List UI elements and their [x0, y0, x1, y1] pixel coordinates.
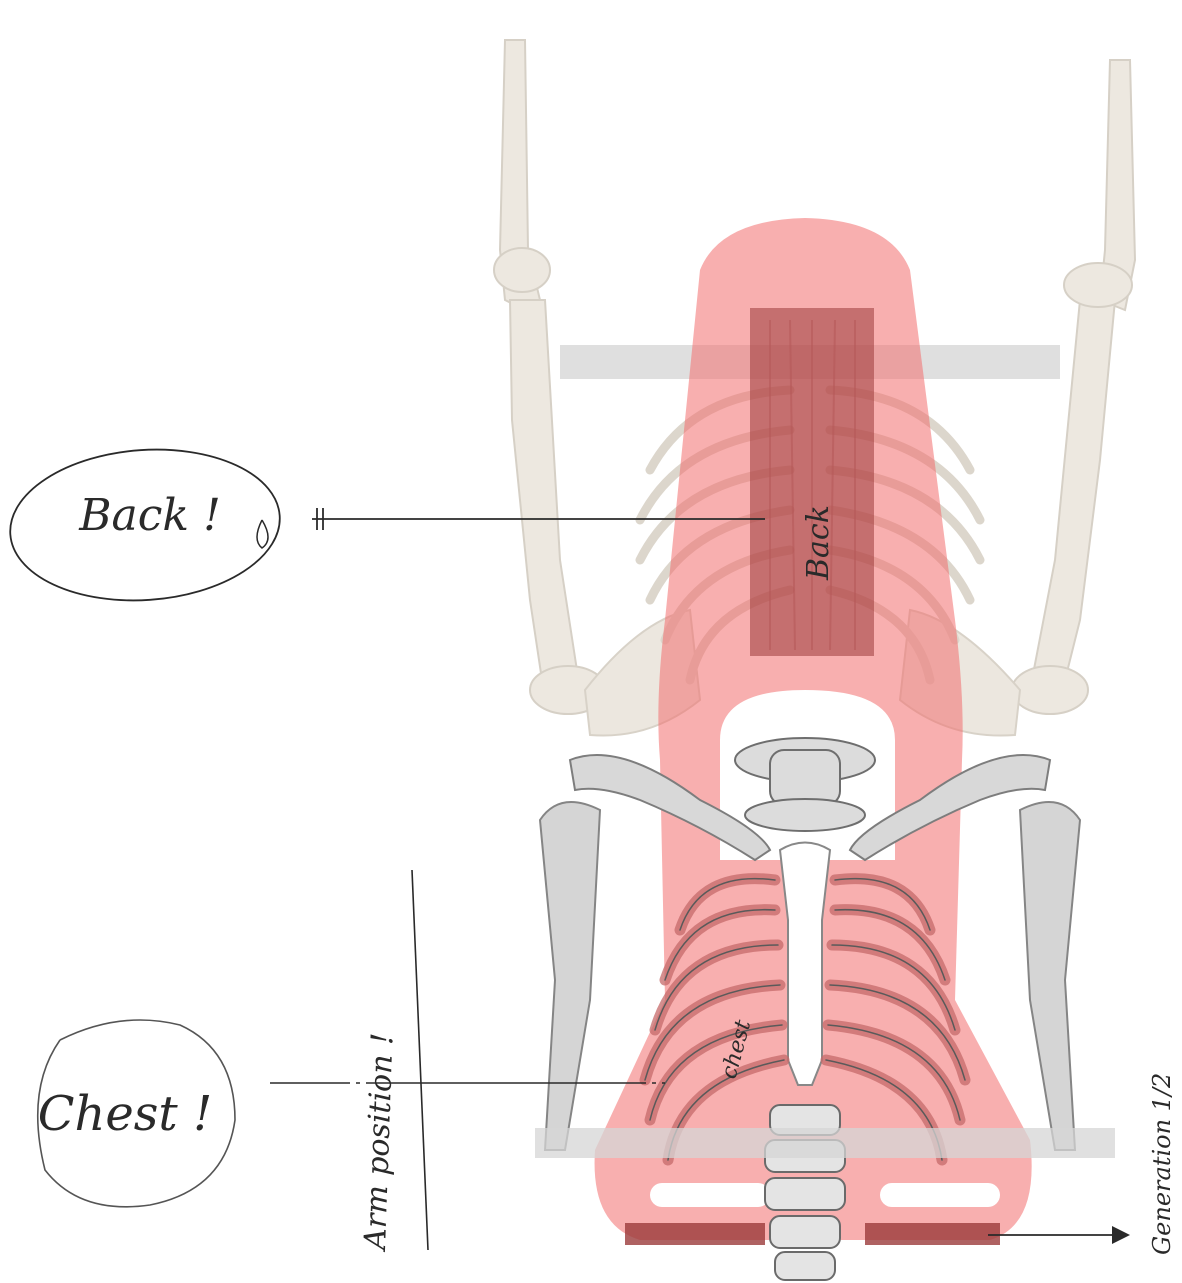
left-humerus	[540, 802, 600, 1150]
left-strap-slot	[650, 1183, 770, 1207]
arm-position-text: Arm position !	[358, 1032, 401, 1253]
cervical-vertebra	[735, 738, 875, 831]
sternum	[780, 843, 830, 1086]
arm-position-note: Arm position !	[358, 870, 428, 1253]
arrow-head-icon	[1112, 1226, 1130, 1244]
chest-bubble-text: Chest !	[38, 1086, 213, 1142]
right-arm-bone	[1012, 60, 1135, 714]
right-strap-slot	[880, 1183, 1000, 1207]
back-pad-label: Back	[801, 505, 836, 581]
arm-position-line	[412, 870, 428, 1250]
left-dark-strap	[625, 1223, 765, 1245]
generation-text: Generation 1/2	[1148, 1073, 1176, 1255]
right-humerus	[1020, 802, 1080, 1150]
lower-support-bar	[535, 1128, 1115, 1158]
right-dark-strap	[865, 1223, 1000, 1245]
bubble-tail	[257, 520, 268, 548]
back-bubble-text: Back !	[78, 490, 221, 541]
